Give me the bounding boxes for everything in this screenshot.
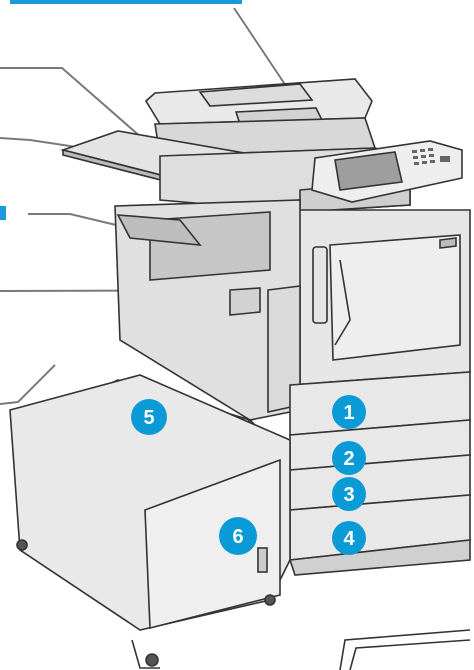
badge-number: 4 [343,528,355,550]
badge-bypass-tray: 5 [131,399,167,435]
badge-circle [332,395,366,429]
badge-tray-3: 3 [332,477,366,511]
badge-number: 6 [232,526,243,548]
badge-circle [332,441,366,475]
badge-number: 3 [343,484,354,506]
adjacent-machine-edge [339,629,471,670]
paper-trays [288,371,471,576]
high-capacity-feeder [9,374,291,669]
badge-tray-4: 4 [332,521,366,555]
badge-tray-1: 1 [332,395,366,429]
badge-circle [131,399,167,435]
badge-circle [219,517,257,555]
caption-mark-top [10,0,242,4]
badge-number: 1 [343,402,354,424]
callout-line-bypass [0,364,56,405]
callout-line-document-feeder [233,7,287,87]
main-body [289,209,471,386]
control-panel [311,140,463,203]
front-door [312,246,328,324]
badge-number: 5 [143,407,154,429]
badge-tray-2: 2 [332,441,366,475]
finisher [114,199,301,421]
badge-circle [332,477,366,511]
badge-number: 2 [343,448,354,470]
badge-high-capacity-feeder: 6 [219,517,257,555]
cropped-caption-marks [0,0,242,220]
caption-mark-left [0,206,6,220]
badge-circle [332,521,366,555]
callout-line-output-tray [0,67,151,146]
